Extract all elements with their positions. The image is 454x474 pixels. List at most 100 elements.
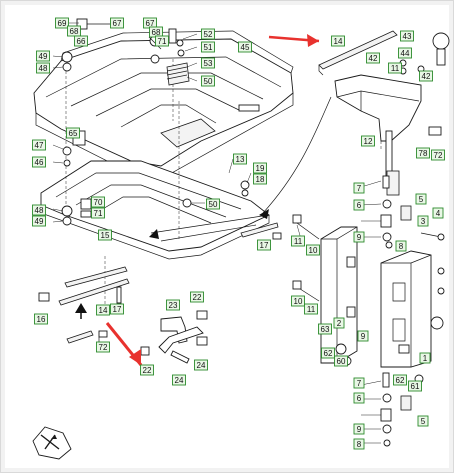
callout-67: 67 bbox=[110, 17, 124, 29]
callout-68: 68 bbox=[149, 26, 163, 38]
callout-box bbox=[353, 438, 365, 450]
handle-brackets bbox=[140, 310, 208, 364]
callout-number: 60 bbox=[337, 357, 346, 366]
callout-number: 47 bbox=[35, 141, 44, 150]
callout-71: 71 bbox=[91, 207, 105, 219]
callout-box bbox=[353, 392, 365, 404]
callout-box bbox=[253, 162, 267, 174]
callout-71: 71 bbox=[155, 35, 169, 47]
callout-number: 48 bbox=[35, 206, 44, 215]
callout-box bbox=[67, 25, 81, 37]
callout-6: 6 bbox=[353, 199, 365, 211]
callout-12: 12 bbox=[361, 135, 375, 147]
callout-number: 7 bbox=[357, 379, 362, 388]
callout-number: 11 bbox=[307, 305, 316, 314]
callout-78: 78 bbox=[416, 147, 430, 159]
callout-number: 49 bbox=[35, 217, 44, 226]
callout-11: 11 bbox=[304, 303, 318, 315]
callout-box bbox=[140, 364, 154, 376]
callout-box bbox=[432, 207, 444, 219]
callout-box bbox=[155, 35, 169, 47]
callout-number: 16 bbox=[37, 315, 46, 324]
callout-67: 67 bbox=[143, 17, 157, 29]
callout-box bbox=[417, 215, 429, 227]
callout-60: 60 bbox=[334, 355, 348, 367]
leader-lines bbox=[52, 22, 382, 444]
callout-50: 50 bbox=[201, 75, 215, 87]
callout-number: 71 bbox=[158, 37, 167, 46]
callout-14: 14 bbox=[96, 304, 110, 316]
callout-42: 42 bbox=[366, 52, 380, 64]
callout-box bbox=[32, 204, 46, 216]
callout-61: 61 bbox=[408, 380, 422, 392]
callout-box bbox=[333, 317, 345, 329]
callout-19: 19 bbox=[253, 162, 267, 174]
callout-box bbox=[353, 199, 365, 211]
callout-68: 68 bbox=[67, 25, 81, 37]
callout-box bbox=[110, 17, 124, 29]
callout-44: 44 bbox=[398, 47, 412, 59]
callout-box bbox=[201, 41, 215, 53]
callout-number: 50 bbox=[209, 200, 218, 209]
callout-box bbox=[98, 229, 112, 241]
callout-number: 48 bbox=[39, 64, 48, 73]
callout-number: 2 bbox=[337, 319, 342, 328]
callout-number: 67 bbox=[113, 19, 122, 28]
callout-24: 24 bbox=[194, 359, 208, 371]
callout-box bbox=[353, 377, 365, 389]
callout-box bbox=[304, 303, 318, 315]
callout-9: 9 bbox=[353, 231, 365, 243]
callout-45: 45 bbox=[238, 41, 252, 53]
callout-number: 5 bbox=[419, 195, 424, 204]
callout-number: 68 bbox=[70, 27, 79, 36]
callout-number: 62 bbox=[396, 376, 405, 385]
callout-66: 66 bbox=[74, 35, 88, 47]
callout-box bbox=[32, 156, 46, 168]
callout-box bbox=[74, 35, 88, 47]
callout-number: 22 bbox=[193, 293, 202, 302]
callout-number: 11 bbox=[294, 237, 303, 246]
callout-box bbox=[36, 50, 50, 62]
callout-number: 1 bbox=[423, 354, 428, 363]
callout-49: 49 bbox=[32, 215, 46, 227]
callout-number: 14 bbox=[99, 306, 108, 315]
callout-6: 6 bbox=[353, 392, 365, 404]
callout-number: 69 bbox=[58, 19, 67, 28]
callout-number: 15 bbox=[101, 231, 110, 240]
plate-post-assembly bbox=[320, 205, 444, 411]
callout-8: 8 bbox=[353, 438, 365, 450]
callout-number: 67 bbox=[146, 19, 155, 28]
callout-number: 70 bbox=[94, 198, 103, 207]
callout-number: 4 bbox=[436, 209, 441, 218]
callout-box bbox=[253, 173, 267, 185]
callout-number: 24 bbox=[175, 376, 184, 385]
callout-box bbox=[201, 28, 215, 40]
callout-10: 10 bbox=[306, 244, 320, 256]
callout-box bbox=[321, 347, 335, 359]
callout-box bbox=[417, 415, 429, 427]
callout-70: 70 bbox=[91, 196, 105, 208]
callout-3: 3 bbox=[417, 215, 429, 227]
direction-compass-icon bbox=[32, 426, 72, 460]
callout-box bbox=[233, 153, 247, 165]
callout-1: 1 bbox=[419, 352, 431, 364]
callout-number: 7 bbox=[357, 184, 362, 193]
callout-72: 72 bbox=[96, 341, 110, 353]
callout-box bbox=[201, 57, 215, 69]
callout-22: 22 bbox=[140, 364, 154, 376]
callout-number: 17 bbox=[113, 305, 122, 314]
callout-box bbox=[419, 70, 433, 82]
callout-number: 68 bbox=[152, 28, 161, 37]
callout-65: 65 bbox=[66, 127, 80, 139]
callout-box bbox=[194, 359, 208, 371]
callout-10: 10 bbox=[291, 295, 305, 307]
callout-box bbox=[415, 193, 427, 205]
callout-number: 42 bbox=[422, 72, 431, 81]
callout-number: 62 bbox=[324, 349, 333, 358]
callout-5: 5 bbox=[417, 415, 429, 427]
roof-top-shell bbox=[33, 30, 294, 180]
callout-box bbox=[166, 299, 180, 311]
callout-7: 7 bbox=[353, 182, 365, 194]
